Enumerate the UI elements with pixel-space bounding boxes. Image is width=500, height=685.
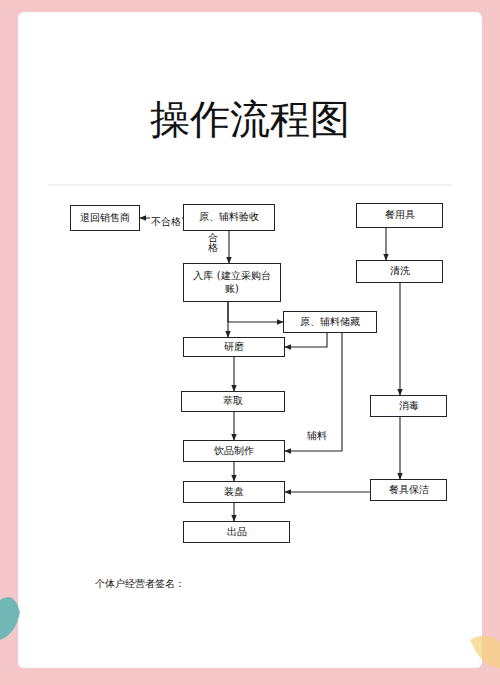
flow-arrow <box>385 228 386 260</box>
box-label: 原、辅料储藏 <box>300 316 360 329</box>
flow-arrow <box>233 462 234 481</box>
box-label: 出品 <box>227 526 247 539</box>
process-box: 研磨 <box>183 337 285 357</box>
flow-arrow <box>233 357 234 391</box>
box-label: 消毒 <box>399 400 419 413</box>
process-box: 饮品制作 <box>183 440 285 462</box>
box-label: 入库 (建立采购台账) <box>193 270 271 295</box>
box-label: 研磨 <box>224 341 244 354</box>
process-box: 原、辅料验收 <box>183 204 275 231</box>
flow-arrow <box>285 333 342 451</box>
flow-arrow <box>233 503 234 521</box>
flow-arrow <box>227 302 228 337</box>
process-box: 出品 <box>183 521 290 543</box>
process-box: 餐具保洁 <box>370 479 447 501</box>
flow-arrow <box>285 491 370 492</box>
box-label: 原、辅料验收 <box>199 211 259 224</box>
process-box: 退回销售商 <box>70 205 140 231</box>
flow-arrow <box>285 333 327 347</box>
process-box: 萃取 <box>181 391 285 412</box>
process-box: 清洗 <box>356 260 443 283</box>
box-label: 饮品制作 <box>214 445 254 458</box>
flow-arrow <box>228 302 283 322</box>
separator-line <box>48 185 452 186</box>
signature-label: 个体户经营者签名： <box>95 578 185 591</box>
corner-blob <box>0 597 20 640</box>
corner-blob <box>470 635 500 668</box>
process-box: 餐用具 <box>356 203 443 228</box>
edge-label: 辅料 <box>306 431 328 441</box>
process-box: 原、辅料储藏 <box>283 311 377 333</box>
flow-arrow <box>233 412 234 440</box>
box-label: 餐用具 <box>385 209 415 222</box>
box-label: 萃取 <box>223 395 243 408</box>
process-box: 消毒 <box>370 395 447 417</box>
flow-arrow <box>399 417 400 479</box>
process-box: 入库 (建立采购台账) <box>183 263 281 302</box>
box-label: 清洗 <box>390 265 410 278</box>
box-label: 装盘 <box>224 486 244 499</box>
box-label: 退回销售商 <box>80 212 130 225</box>
flow-arrow <box>228 231 229 263</box>
box-label: 餐具保洁 <box>389 484 429 497</box>
edge-label: 合格 <box>207 233 219 254</box>
flow-arrow <box>399 283 400 395</box>
page-title: 操作流程图 <box>18 92 482 147</box>
process-box: 装盘 <box>183 481 285 503</box>
edge-label: 不合格 <box>150 217 182 227</box>
